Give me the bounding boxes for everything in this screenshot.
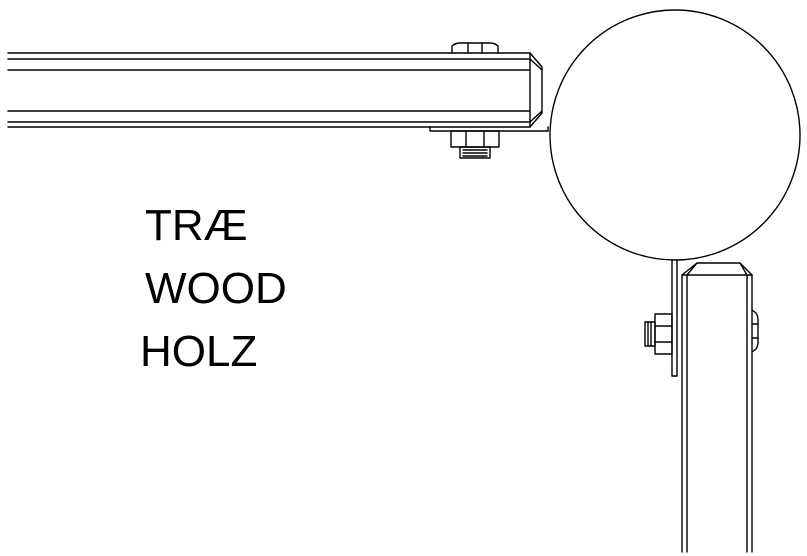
post-side-bolt	[644, 313, 673, 355]
bracket-plate	[429, 126, 549, 132]
beam-top-bolt-head	[451, 42, 499, 54]
vertical-post	[681, 262, 753, 553]
label-english: WOOD	[145, 264, 287, 313]
round-disc	[549, 9, 801, 261]
post-right-bolt-head	[751, 309, 759, 353]
post-flat-bar	[671, 249, 678, 377]
label-danish: TRÆ	[145, 201, 248, 250]
label-german: HOLZ	[140, 327, 257, 376]
horizontal-beam	[7, 52, 543, 128]
beam-bottom-nut	[450, 130, 500, 159]
